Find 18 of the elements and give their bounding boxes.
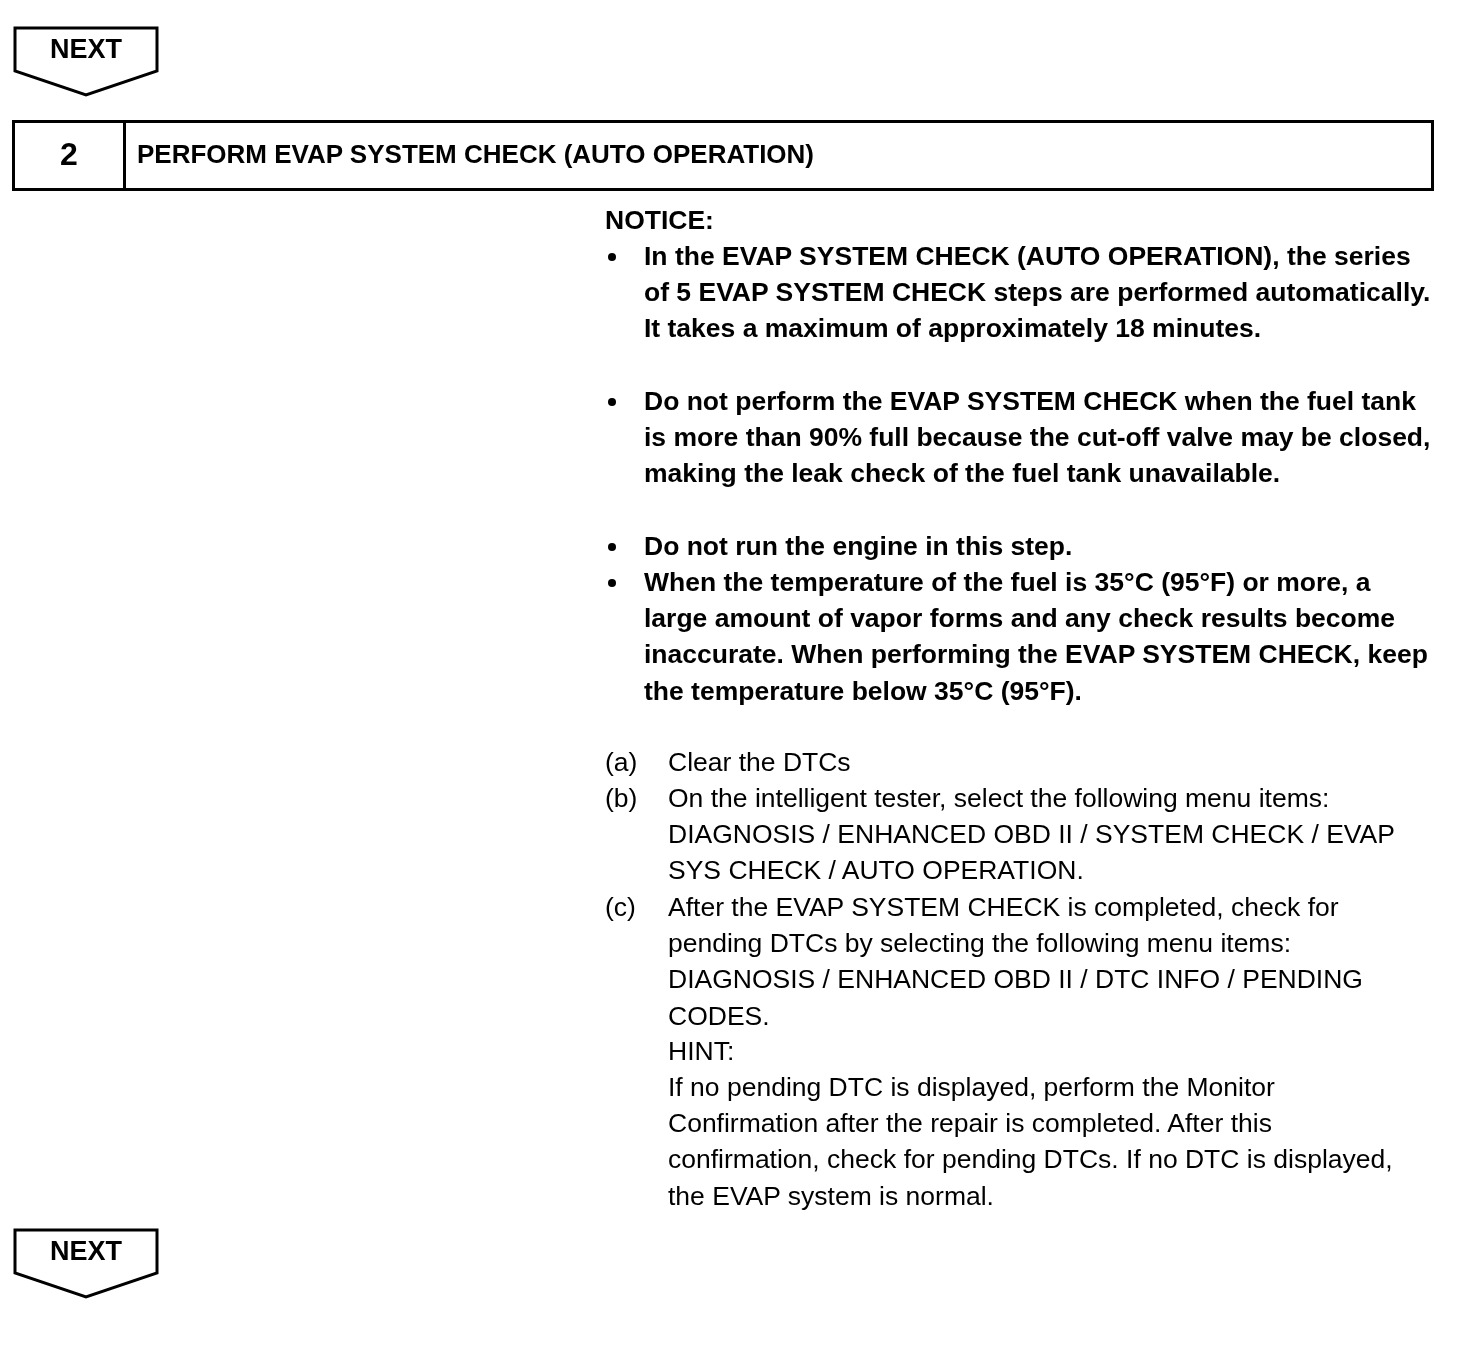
instruction-text: After the EVAP SYSTEM CHECK is completed, check for pending DTCs by selecting the following menu items: DIAGNOSIS / ENHANCED OBD II / DTC INFO / PENDING CODES. [668,891,1364,1033]
step-number: 2 [15,123,126,188]
instruction-text: On the intelligent tester, select the following menu items: DIAGNOSIS / ENHANCED OBD II / SYSTEM CHECK / EVAP SYS CHECK / AUTO OPERATION. [668,782,1396,888]
step-letter: (a) [605,746,639,779]
step-title: PERFORM EVAP SYSTEM CHECK (AUTO OPERATION) [137,138,814,171]
notice-item: Do not run the engine in this step. [644,530,1074,563]
instruction-text: Clear the DTCs [668,746,852,779]
marker-label: NEXT [49,34,123,65]
note-heading: HINT: [668,1035,736,1068]
marker-label: NEXT [49,1236,123,1267]
step-letter: (b) [605,782,639,815]
instruction-text: If no pending DTC is displayed, perform the Monitor Confirmation after the repair is completed. After this confirmation, check for pending DTCs. If no DTC is displayed, the EVAP system is normal. [668,1071,1394,1213]
step-letter: (c) [605,891,637,924]
step-header-row [12,120,1434,191]
note-heading: NOTICE: [605,204,715,237]
notice-item: In the EVAP SYSTEM CHECK (AUTO OPERATION), the series of 5 EVAP SYSTEM CHECK steps are performed automatically. It takes a maximum of approximately 18 minutes. [644,240,1432,346]
notice-item: Do not perform the EVAP SYSTEM CHECK when the fuel tank is more than 90% full because the cut-off valve may be closed, making the leak check of the fuel tank unavailable. [644,385,1432,491]
notice-item: When the temperature of the fuel is 35°C (95°F) or more, a large amount of vapor forms and any check results become inaccurate. When performing the EVAP SYSTEM CHECK, keep the temperature below 35°C (95°F). [644,566,1429,708]
